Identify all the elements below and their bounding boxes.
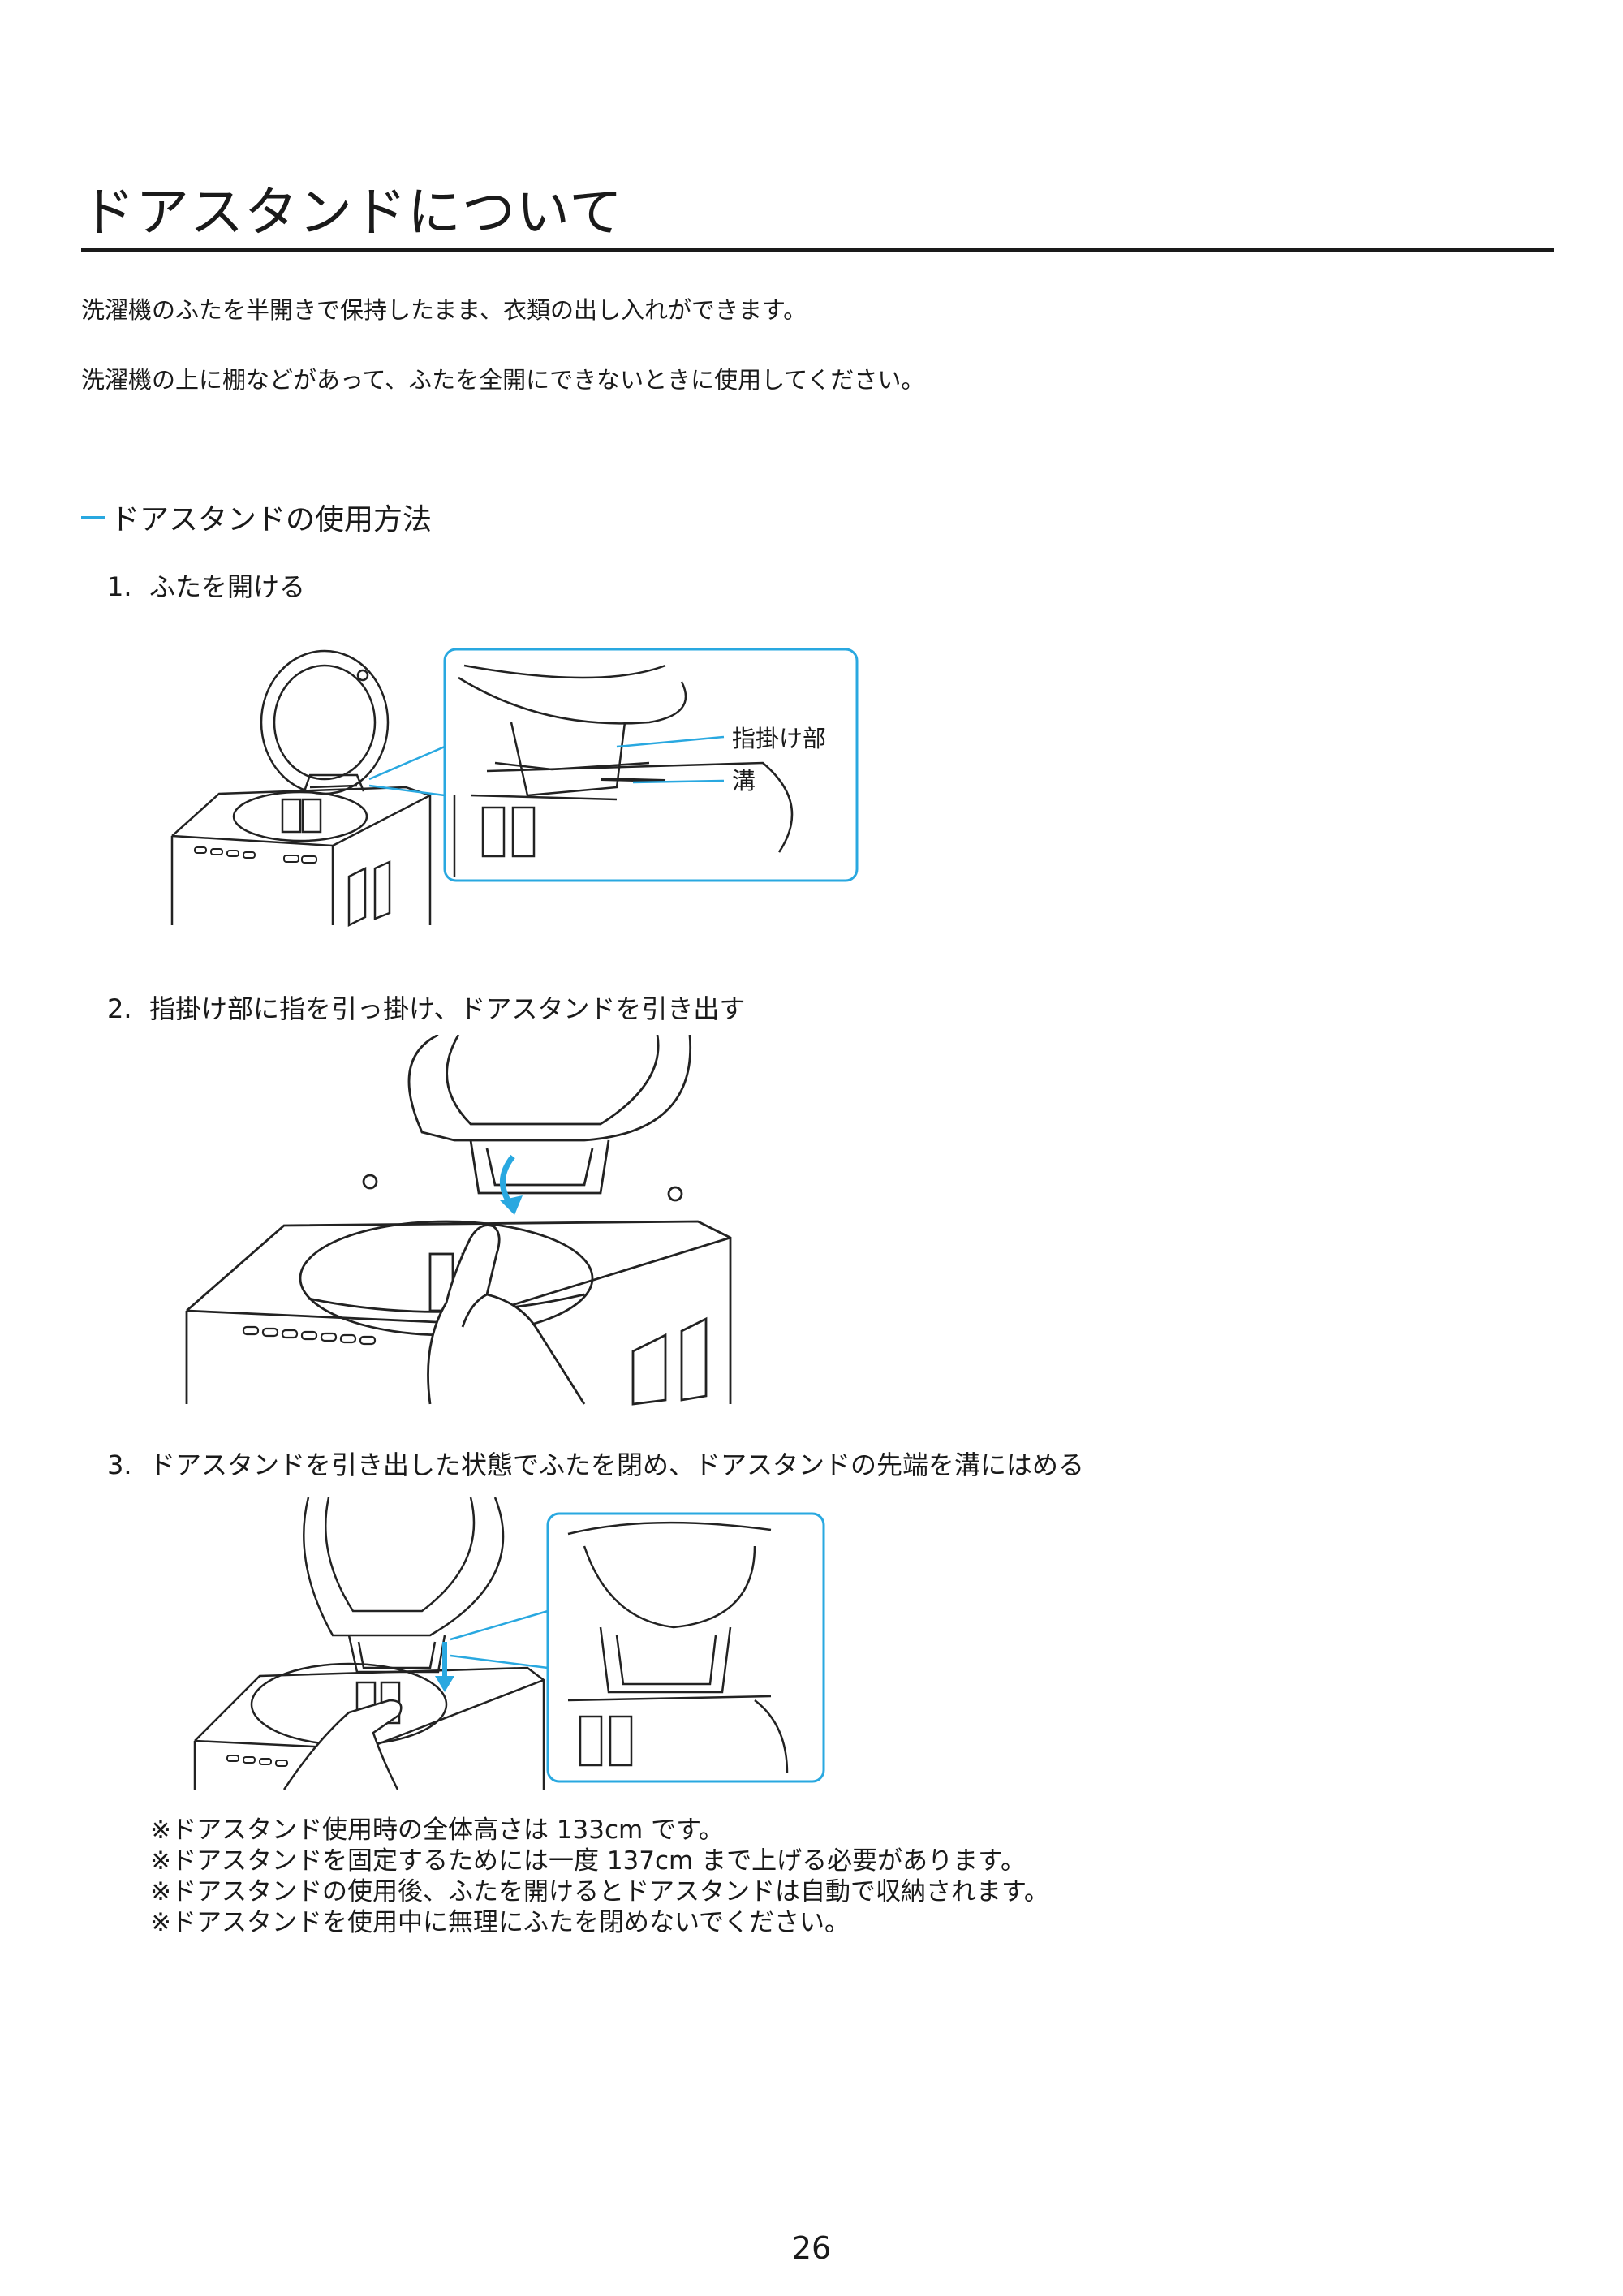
washer-top-outline [171, 786, 432, 925]
callout-line-groove [632, 779, 725, 784]
illustration-step-3 [193, 1497, 825, 1790]
step-1-number: 1. [107, 571, 132, 602]
page-title: ドアスタンドについて [81, 181, 624, 243]
inset-step-3 [546, 1512, 825, 1783]
step-2-text: 指掛け部に指を引っ掛け、ドアスタンドを引き出す [149, 993, 746, 1024]
hand-outline [282, 1699, 403, 1790]
washer-lid [407, 1035, 692, 1142]
inset-step-1 [443, 648, 859, 882]
washer-lid [303, 1497, 505, 1637]
section-heading: ドアスタンドの使用方法 [81, 502, 432, 539]
callout-line-finger-grip [616, 735, 725, 748]
step-2-number: 2. [107, 993, 132, 1024]
step-3: 3. ドアスタンドを引き出した状態でふたを閉め、ドアスタンドの先端を溝にはめる [107, 1448, 1084, 1482]
step-3-text: ドアスタンドを引き出した状態でふたを閉め、ドアスタンドの先端を溝にはめる [149, 1450, 1085, 1480]
intro-line-2: 洗濯機の上に棚などがあって、ふたを全開にできないときに使用してください。 [81, 366, 925, 394]
step-1-text: ふたを開ける [149, 571, 306, 602]
step-3-number: 3. [107, 1450, 132, 1480]
notes-block: ※ドアスタンド使用時の全体高さは 133cm です。 ※ドアスタンドを固定するた… [150, 1815, 1049, 1938]
callout-finger-grip: 指掛け部 [732, 725, 826, 752]
illustration-step-1: 指掛け部 溝 [170, 648, 859, 928]
page-number: 26 [791, 2230, 832, 2266]
section-dash-icon [81, 516, 105, 519]
note-1: ※ドアスタンド使用時の全体高さは 133cm です。 [150, 1816, 724, 1845]
step-1: 1. ふたを開ける [107, 570, 305, 604]
washer-lid [260, 649, 390, 795]
hand-outline [427, 1224, 586, 1405]
note-3: ※ドアスタンドの使用後、ふたを開けるとドアスタンドは自動で収納されます。 [150, 1877, 1049, 1906]
section-heading-text: ドアスタンドの使用方法 [110, 503, 433, 536]
intro-line-1: 洗濯機のふたを半開きで保持したまま、衣類の出し入れができます。 [81, 296, 807, 324]
step-2: 2. 指掛け部に指を引っ掛け、ドアスタンドを引き出す [107, 992, 745, 1026]
note-4: ※ドアスタンドを使用中に無理にふたを閉めないでください。 [150, 1908, 850, 1937]
callout-groove: 溝 [732, 767, 756, 795]
title-rule [81, 248, 1554, 252]
note-2: ※ドアスタンドを固定するためには一度 137cm まで上げる必要があります。 [150, 1846, 1026, 1876]
illustration-step-2 [185, 1035, 732, 1406]
